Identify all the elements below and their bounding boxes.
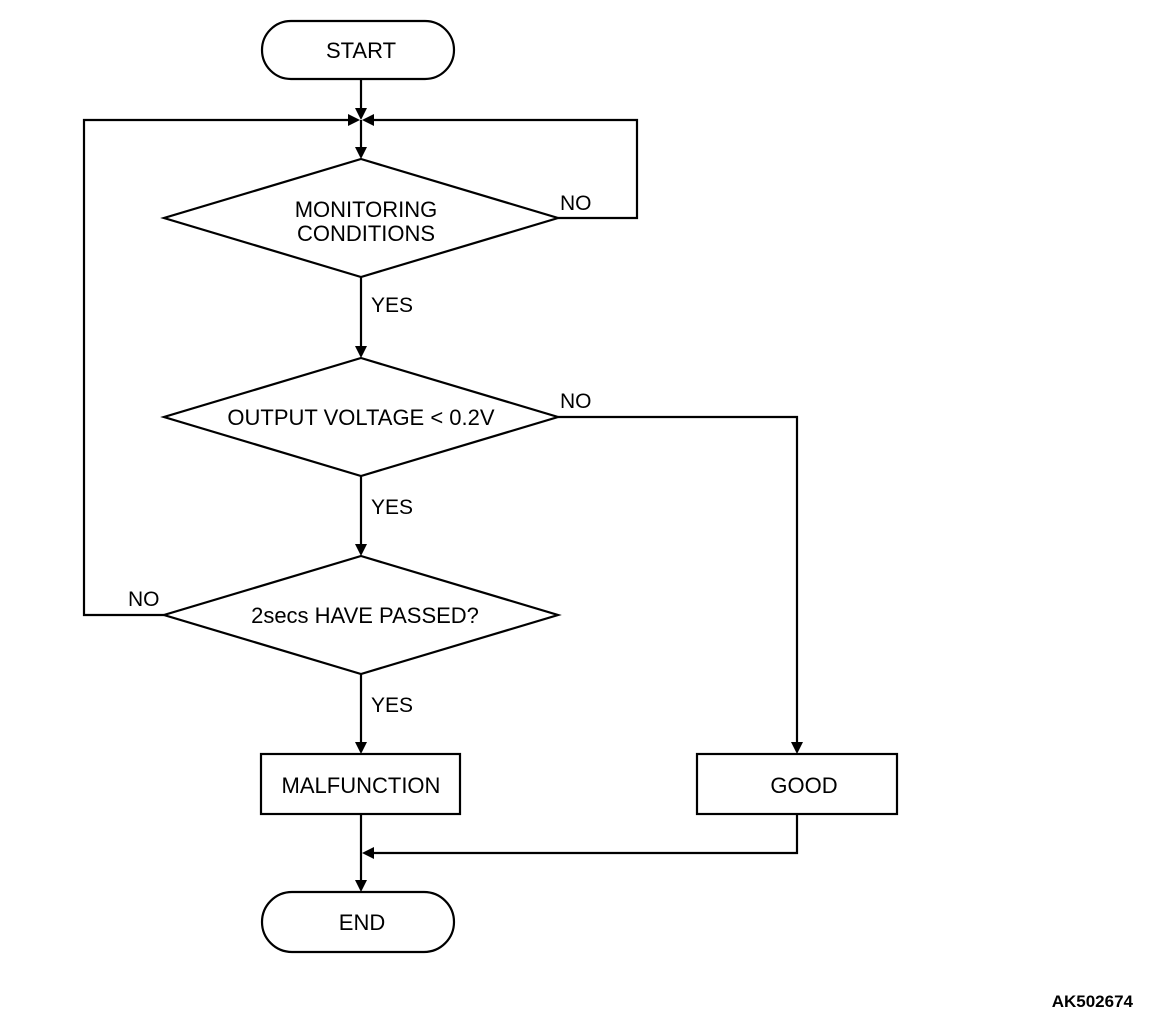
monitoring-conditions-label-line1: MONITORING [295,197,438,222]
good-to-end-line [373,814,799,855]
voltage-no-arrow [791,742,803,754]
start-terminal [260,19,456,81]
malfunction-to-end-arrow [355,880,367,892]
malfunction-label: MALFUNCTION [282,773,441,798]
monitoring-no-loop-arrow [362,114,374,126]
figure-id: AK502674 [1052,992,1134,1011]
monitoring-no-loop-line [372,118,639,220]
voltage-yes-label: YES [371,496,413,519]
two-secs-no-label: NO [128,588,160,611]
output-voltage-label: OUTPUT VOLTAGE < 0.2V [227,405,494,430]
end-terminal [260,890,456,954]
two-secs-no-loop-arrow [348,114,360,126]
monitoring-yes-label: YES [371,294,413,317]
good-to-end-arrow [362,847,374,859]
voltage-no-line [558,415,799,742]
malfunction-box [259,752,462,816]
start-junction-arrow [355,108,367,120]
monitoring-yes-arrow [355,346,367,358]
good-label: GOOD [770,773,837,798]
two-secs-yes-arrow [355,742,367,754]
two-secs-no-loop-line [82,118,350,617]
junction-to-monitoring-arrow [355,147,367,159]
two-secs-label: 2secs HAVE PASSED? [251,603,479,628]
voltage-no-label: NO [560,390,592,413]
monitoring-no-label: NO [560,192,592,215]
voltage-yes-arrow [355,544,367,556]
end-label: END [339,910,385,935]
start-label: START [326,38,396,63]
good-box [695,752,899,816]
two-secs-yes-label: YES [371,694,413,717]
monitoring-conditions-label-line2: CONDITIONS [297,221,435,246]
